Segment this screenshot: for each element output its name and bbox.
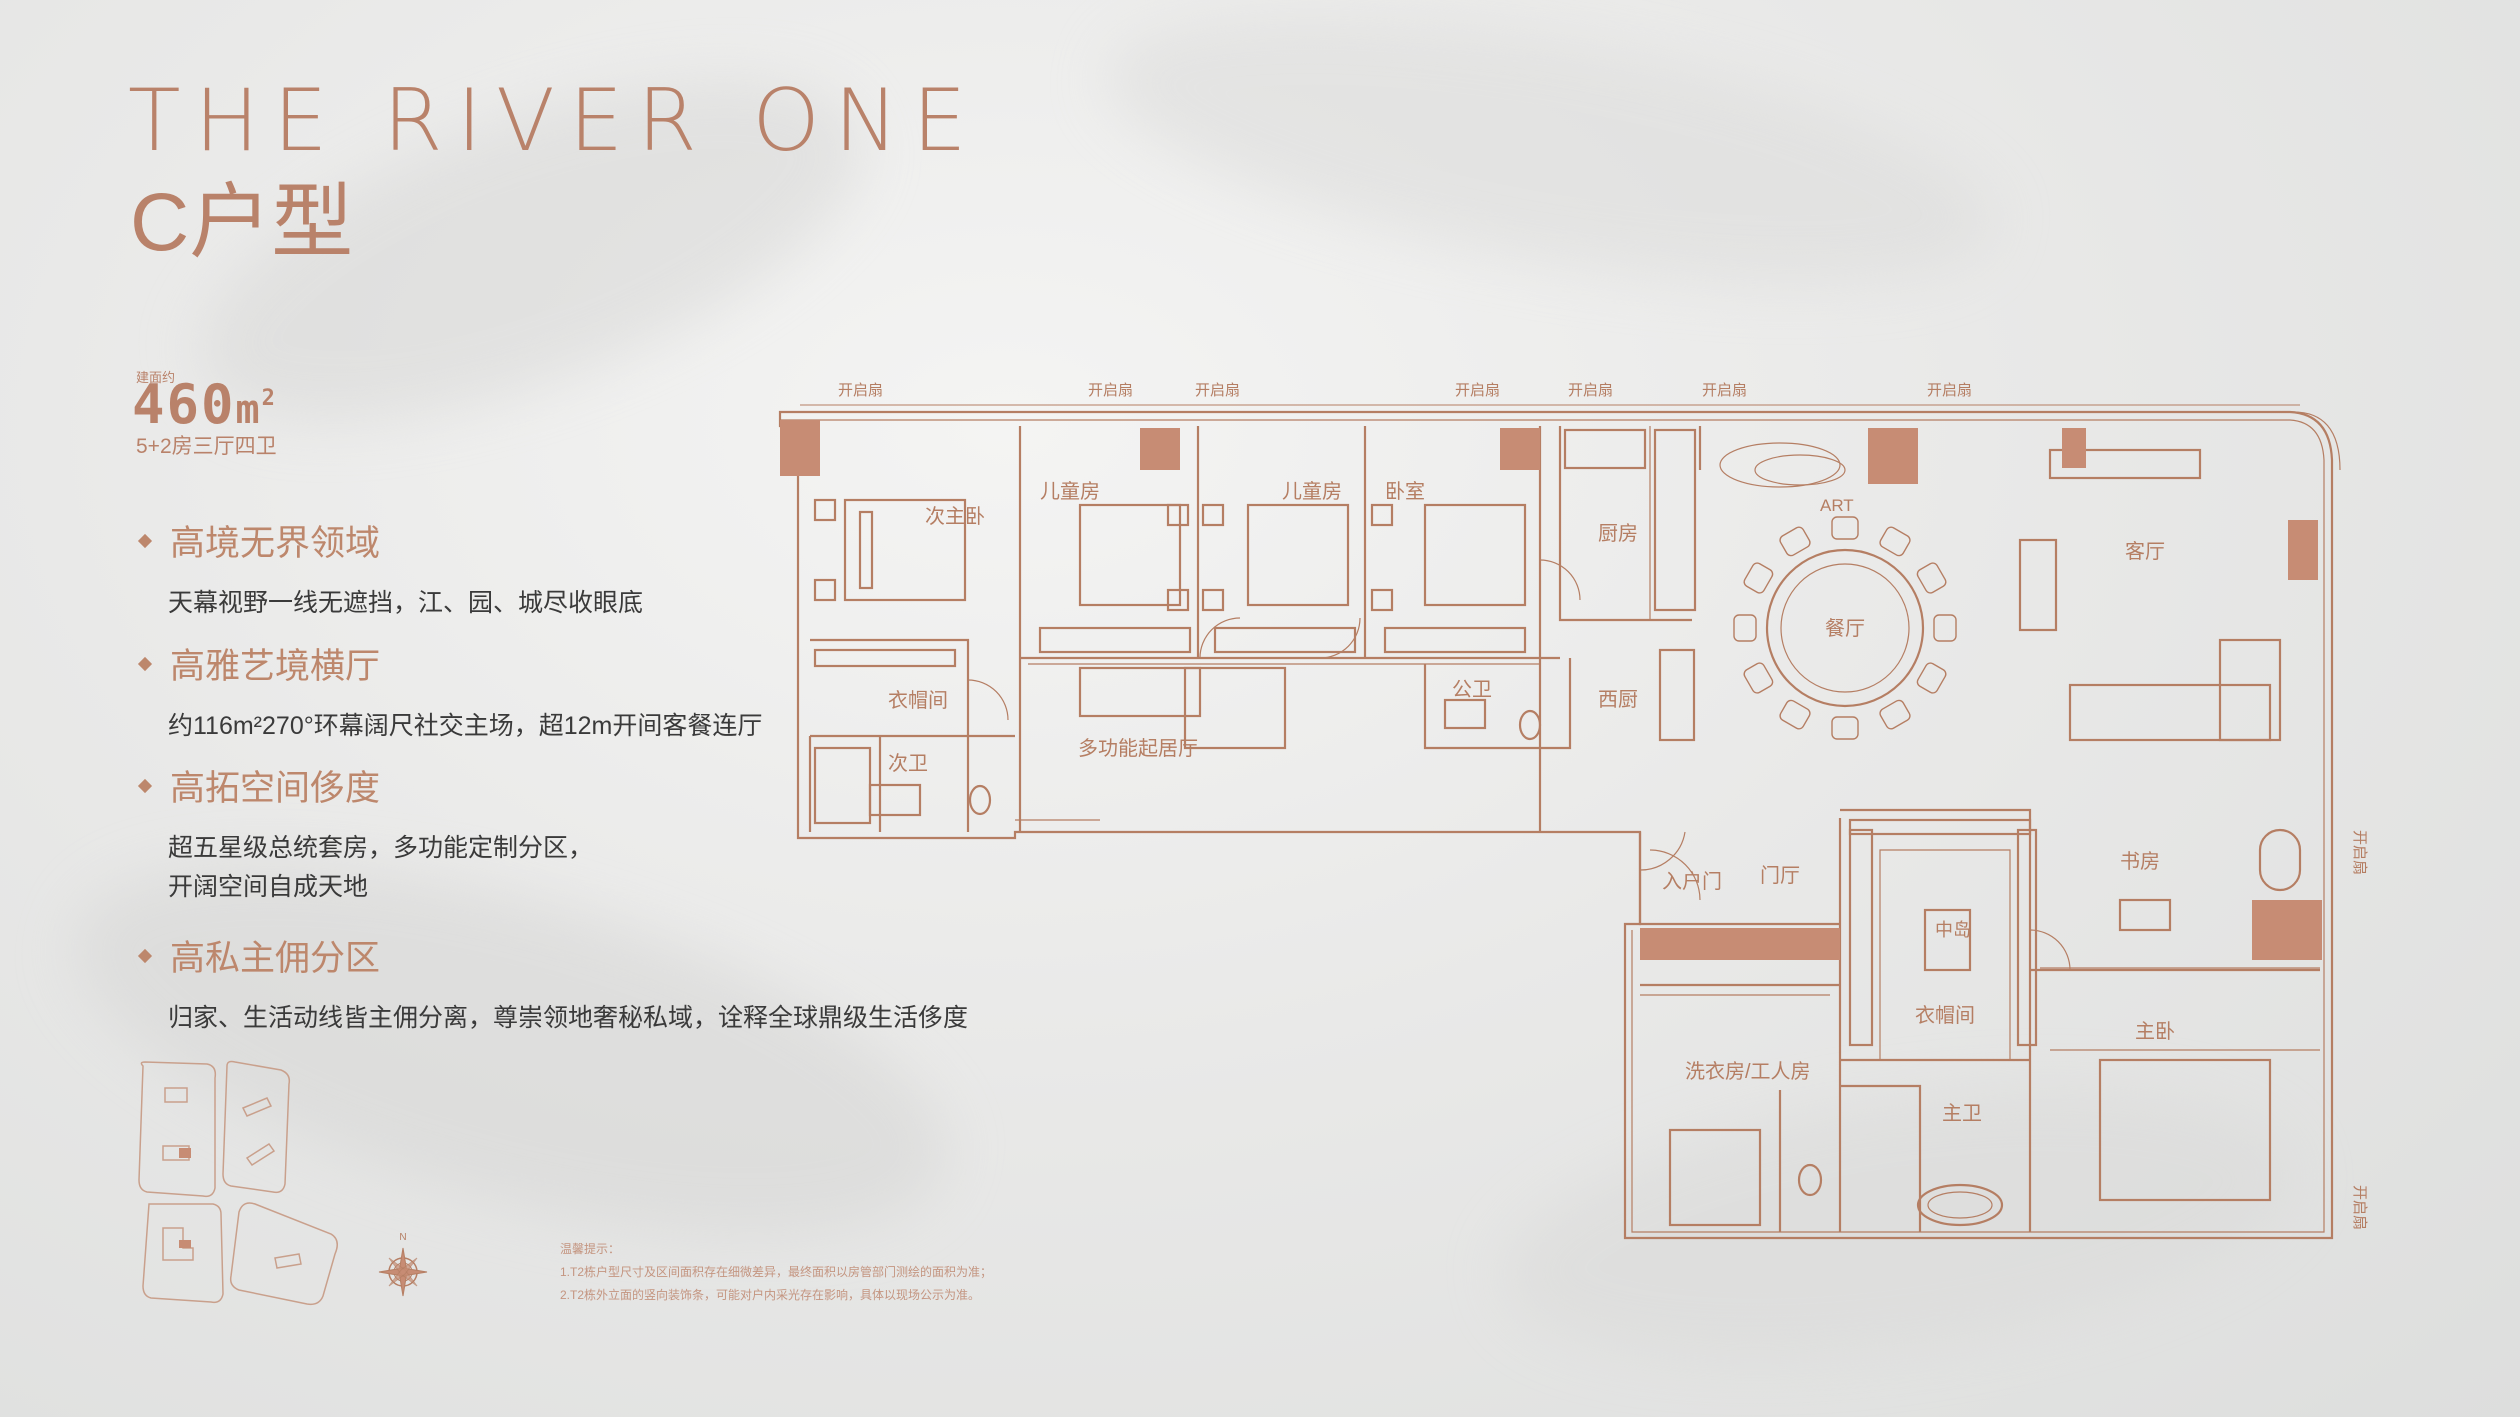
room-label: 主卧 bbox=[2135, 1020, 2175, 1043]
area-unit: m bbox=[235, 387, 262, 433]
room-label: 书房 bbox=[2120, 850, 2160, 873]
dining-chair bbox=[1879, 699, 1911, 730]
window-label: 开启扇 bbox=[1455, 382, 1500, 399]
room-label: 卧室 bbox=[1385, 480, 1425, 503]
unit-type-title: C户型 bbox=[130, 177, 354, 268]
window-label: 开启扇 bbox=[2351, 1185, 2368, 1230]
area-unit-exponent: 2 bbox=[261, 386, 277, 411]
feature-title: 高拓空间侈度 bbox=[170, 769, 381, 808]
notes-title: 温馨提示： bbox=[560, 1242, 621, 1256]
dining-chair bbox=[1831, 716, 1859, 740]
room-label: 公卫 bbox=[1452, 679, 1492, 701]
feature-title: 高雅艺境横厅 bbox=[170, 647, 381, 686]
room-label: 衣帽间 bbox=[888, 689, 948, 712]
area-number: 460 bbox=[132, 373, 236, 436]
rooms-summary: 5+2房三厅四卫 bbox=[136, 435, 277, 458]
feature-item: 高雅艺境横厅 约116m²270°环幕阔尺社交主场，超12m开间客餐连厅 bbox=[137, 638, 763, 746]
room-label: 次主卧 bbox=[925, 505, 985, 528]
window-label: 开启扇 bbox=[1927, 382, 1972, 399]
compass-rose-icon: N bbox=[378, 1232, 428, 1297]
notes-item: 2.T2栋外立面的竖向装饰条，可能对户内采光存在影响，具体以现场公示为准。 bbox=[560, 1287, 981, 1302]
dining-chair bbox=[1733, 614, 1757, 642]
feature-item: 高私主佣分区 归家、生活动线皆主佣分离，尊崇领地奢秘私域，诠释全球鼎级生活侈度 bbox=[137, 930, 969, 1038]
dining-chair bbox=[1743, 662, 1774, 694]
compass-north-label: N bbox=[399, 1232, 406, 1243]
room-label: 主卫 bbox=[1942, 1102, 1982, 1125]
window-label: 开启扇 bbox=[1088, 382, 1133, 399]
notes: 温馨提示： 1.T2栋户型尺寸及区间面积存在细微差异，最终面积以房管部门测绘的面… bbox=[560, 1238, 992, 1306]
room-label: 洗衣房/工人房 bbox=[1685, 1060, 1811, 1083]
feature-item: 高境无界领域 天幕视野一线无遮挡，江、园、城尽收眼底 bbox=[137, 515, 644, 623]
dining-chair bbox=[1779, 526, 1811, 557]
dining-chair bbox=[1916, 662, 1947, 694]
brand-title: THE RIVER ONE bbox=[128, 71, 981, 171]
dining-chairs bbox=[1733, 516, 1957, 740]
window-label: 开启扇 bbox=[2351, 830, 2368, 875]
outer-wall bbox=[778, 410, 2334, 1240]
feature-desc: 归家、生活动线皆主佣分离，尊崇领地奢秘私域，诠释全球鼎级生活侈度 bbox=[168, 1004, 969, 1032]
dining-chair bbox=[1879, 526, 1911, 557]
feature-desc: 开阔空间自成天地 bbox=[168, 872, 369, 901]
room-label: 儿童房 bbox=[1040, 480, 1100, 503]
room-label: 厨房 bbox=[1598, 522, 1638, 545]
room-label: 入户门 bbox=[1662, 870, 1722, 893]
room-labels: 次主卧 儿童房 儿童房 卧室 厨房 ART 餐厅 客厅 衣帽间 次卫 多功能起居… bbox=[888, 480, 2175, 1125]
structural-columns bbox=[780, 420, 2322, 960]
room-label: 儿童房 bbox=[1282, 480, 1342, 503]
room-label: ART bbox=[1820, 496, 1854, 515]
feature-desc: 天幕视野一线无遮挡，江、园、城尽收眼底 bbox=[168, 589, 644, 617]
feature-item: 高拓空间侈度 超五星级总统套房，多功能定制分区， 开阔空间自成天地 bbox=[137, 760, 594, 907]
dining-chair bbox=[1779, 699, 1811, 730]
window-label: 开启扇 bbox=[1568, 382, 1613, 399]
room-label: 门厅 bbox=[1760, 864, 1800, 887]
room-label: 多功能起居厅 bbox=[1078, 737, 1198, 760]
dining-chair bbox=[1916, 562, 1947, 594]
dining-chair bbox=[1831, 516, 1859, 540]
room-label: 餐厅 bbox=[1825, 617, 1865, 640]
room-label: 次卫 bbox=[888, 752, 928, 775]
window-label: 开启扇 bbox=[1195, 382, 1240, 399]
area-value: 460m2 bbox=[132, 378, 277, 432]
feature-title: 高私主佣分区 bbox=[170, 939, 381, 978]
notes-item: 1.T2栋户型尺寸及区间面积存在细微差异，最终面积以房管部门测绘的面积为准； bbox=[560, 1264, 993, 1279]
window-label: 开启扇 bbox=[838, 382, 883, 399]
dining-chair bbox=[1933, 614, 1957, 642]
feature-desc: 约116m²270°环幕阔尺社交主场，超12m开间客餐连厅 bbox=[168, 712, 763, 740]
dining-chair bbox=[1743, 562, 1774, 594]
area-label: 建面约 bbox=[136, 370, 176, 385]
window-labels: 开启扇 开启扇 开启扇 开启扇 开启扇 开启扇 开启扇 开启扇 开启扇 bbox=[838, 382, 2368, 1230]
room-label: 中岛 bbox=[1935, 920, 1971, 940]
room-label: 客厅 bbox=[2125, 540, 2165, 563]
room-label: 西厨 bbox=[1598, 689, 1638, 711]
window-label: 开启扇 bbox=[1702, 382, 1747, 399]
room-label: 衣帽间 bbox=[1915, 1004, 1975, 1027]
feature-title: 高境无界领域 bbox=[170, 524, 381, 563]
feature-desc: 超五星级总统套房，多功能定制分区， bbox=[168, 834, 594, 862]
site-key-plan bbox=[138, 1060, 338, 1306]
